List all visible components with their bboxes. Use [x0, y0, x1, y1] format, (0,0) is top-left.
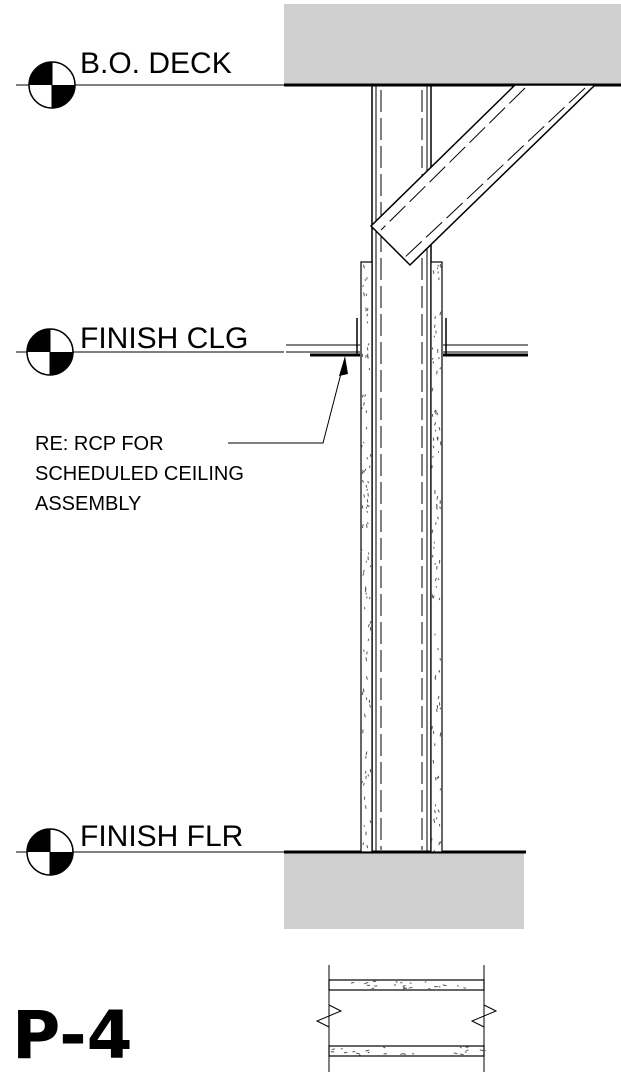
plan-wall-texture — [330, 980, 486, 1056]
diagonal-brace — [369, 84, 597, 267]
floor-slab — [284, 852, 524, 929]
level-marker-ceiling: FINISH CLG — [16, 322, 284, 376]
left-enclosure-wall — [360, 261, 373, 853]
detail-tag: P-4 — [12, 997, 133, 1074]
deck-slab — [284, 4, 621, 85]
break-line-icon — [315, 1004, 343, 1028]
note-line-3: ASSEMBLY — [35, 493, 141, 515]
level-marker-icon — [26, 328, 74, 376]
level-label-floor: FINISH FLR — [80, 820, 243, 853]
level-label-deck: B.O. DECK — [80, 47, 232, 80]
level-marker-deck: B.O. DECK — [16, 47, 284, 109]
level-marker-floor: FINISH FLR — [16, 820, 284, 876]
plan-section — [315, 965, 498, 1072]
break-line-icon — [470, 1004, 498, 1028]
ceiling-note: RE: RCP FOR SCHEDULED CEILING ASSEMBLY — [35, 356, 348, 515]
level-label-ceiling: FINISH CLG — [80, 322, 248, 355]
leader-arrow-icon — [339, 356, 348, 376]
wall-texture — [360, 264, 442, 852]
left-ceiling-trim — [286, 318, 360, 357]
plan-top-wall — [328, 979, 485, 991]
level-marker-icon — [26, 828, 74, 876]
level-marker-icon — [28, 61, 76, 109]
note-line-2: SCHEDULED CEILING — [35, 463, 244, 485]
right-ceiling-trim — [443, 318, 528, 357]
note-line-1: RE: RCP FOR — [35, 433, 164, 455]
right-enclosure-wall — [430, 261, 443, 853]
